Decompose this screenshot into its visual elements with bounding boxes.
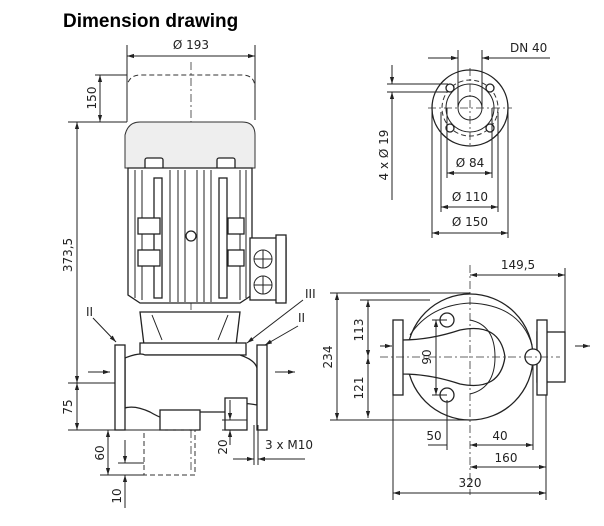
motor-clamp: [137, 249, 161, 267]
motor-clamp: [137, 217, 161, 235]
dim-motor-diameter: Ø 193: [173, 38, 209, 52]
dim-half-length: 160: [495, 451, 518, 465]
dim-total-length: 320: [459, 476, 482, 490]
motor-clamp: [227, 249, 245, 267]
dim-foot-spacing: 90: [420, 349, 434, 364]
flange-view: DN 40 4 x Ø 19 Ø 84 Ø 110 Ø 150: [377, 41, 550, 238]
fan-clearance-outline: [126, 74, 256, 122]
dim-bolt-depth: 20: [216, 439, 230, 454]
base-plate: [139, 342, 247, 356]
foot-block-outline: [143, 429, 196, 476]
bolt-hole: [485, 83, 495, 93]
drawing-title: Dimension drawing: [63, 11, 239, 32]
dim-pipe-diameter: Ø 84: [456, 156, 485, 170]
inlet-flange-top: [392, 319, 404, 396]
outlet-flange: [256, 344, 268, 431]
dim-total-depth: 234: [321, 346, 335, 369]
motor-shaft-hub: [185, 230, 197, 242]
dim-nominal-size: DN 40: [510, 41, 547, 55]
dim-lower-depth: 121: [352, 377, 366, 400]
dim-flange-diameter: Ø 150: [452, 215, 488, 229]
bolt-hole: [445, 83, 455, 93]
dim-upper-depth: 113: [352, 319, 366, 342]
terminal-box-lid: [275, 234, 287, 304]
dim-inlet-to-base: 75: [61, 399, 75, 414]
dim-outlet-offset: 149,5: [501, 258, 535, 272]
pump-foot: [159, 409, 201, 431]
dim-bolt-circle: Ø 110: [452, 190, 488, 204]
motor-rail: [218, 177, 228, 299]
pump-side-view: [88, 62, 295, 476]
dim-foot-x: 50: [426, 429, 441, 443]
marker-vent: III: [305, 287, 316, 301]
dim-fan-clearance: 150: [85, 87, 99, 110]
dim-bolts: 3 x M10: [265, 438, 313, 452]
dim-height-to-inlet: 373,5: [61, 238, 75, 272]
dim-foot-height: 60: [93, 445, 107, 460]
lantern: [139, 311, 241, 346]
motor-fins: [134, 170, 247, 302]
dim-holes: 4 x Ø 19: [377, 130, 391, 181]
pump-foot-right: [224, 397, 248, 431]
top-view-dimensions: 149,5 234 113 121 90 50 40 160 320: [321, 258, 566, 500]
side-view-dimensions: Ø 193 150 373,5 75 60 10 20 3 x M10 II I…: [61, 38, 316, 508]
motor-rail: [153, 177, 163, 299]
motor-clamp: [227, 217, 245, 235]
motor-fan-cover: [124, 121, 256, 169]
marker-inlet-flange: II: [86, 305, 93, 319]
bolt-hole: [485, 123, 495, 133]
dim-outlet-foot-x: 40: [492, 429, 507, 443]
inlet-flange: [114, 344, 126, 431]
marker-outlet-flange: II: [298, 311, 305, 325]
bolt-hole: [445, 123, 455, 133]
dim-foot-offset: 10: [110, 488, 124, 503]
